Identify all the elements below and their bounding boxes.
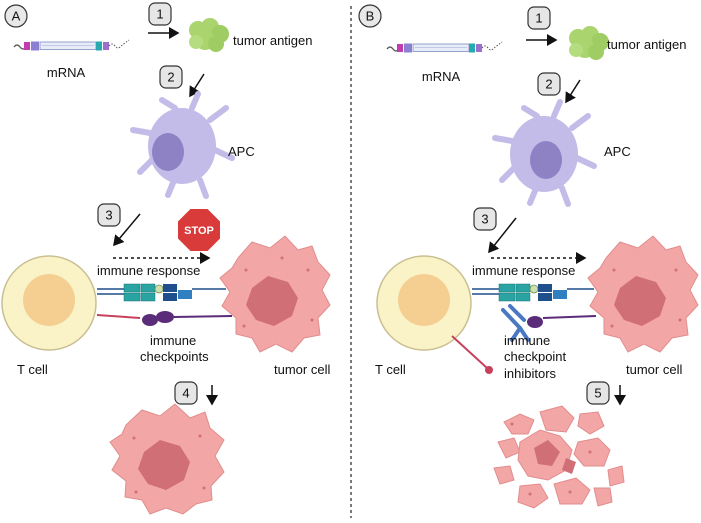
- step-5-b-badge: [586, 381, 610, 405]
- apc-a-icon: [130, 91, 235, 199]
- tumor-antigen-b-icon: [569, 26, 609, 60]
- step-1-a-label: 1: [156, 7, 163, 22]
- arrow-step-3-b: [488, 217, 517, 254]
- tumor-antigen-a-icon: [189, 18, 229, 52]
- step-1-b-label: 1: [535, 11, 542, 26]
- arrow-step-3-a: [113, 213, 141, 247]
- mrna-b-icon: [386, 41, 503, 53]
- step-1-b-badge: [527, 6, 551, 30]
- t-cell-a-label: T cell: [17, 362, 48, 377]
- step-5-b-label: 5: [594, 386, 601, 401]
- panel-a-label: A: [12, 9, 21, 24]
- tumor-cell-b-icon: [587, 235, 699, 353]
- checkpoint-inhibitor-icon: [451, 304, 597, 374]
- checkpoint-a-icon: [96, 311, 233, 326]
- step-2-a-label: 2: [167, 70, 174, 85]
- stop-sign-icon: STOP: [176, 207, 222, 253]
- tumor-cell-a-icon: [219, 235, 331, 353]
- tumor-cell-destroyed-icon: [493, 405, 625, 509]
- step-3-a-label: 3: [105, 208, 112, 223]
- immune-checkpoints-a-line1: immune: [150, 333, 196, 348]
- t-cell-a-icon: [1, 255, 97, 351]
- t-cell-b-label: T cell: [375, 362, 406, 377]
- arrow-step-2-b: [565, 79, 581, 104]
- step-4-a-badge: [174, 381, 198, 405]
- tumor-cell-b-label: tumor cell: [626, 362, 682, 377]
- tcr-mhc-a-icon: [97, 283, 226, 302]
- tumor-antigen-a-label: tumor antigen: [233, 33, 313, 48]
- mrna-b-label: mRNA: [422, 69, 461, 84]
- immune-response-a-label: immune response: [97, 263, 200, 278]
- immune-response-b-label: immune response: [472, 263, 575, 278]
- step-3-b-badge: [473, 207, 497, 231]
- stop-sign-label: STOP: [184, 225, 214, 237]
- panel-b: B mRNA 1 tumor antigen 2: [358, 4, 699, 509]
- panel-b-badge: [358, 4, 382, 28]
- apc-b-label: APC: [604, 144, 631, 159]
- tumor-cell-a-label: tumor cell: [274, 362, 330, 377]
- immune-checkpoints-a-line2: checkpoints: [140, 349, 209, 364]
- immune-checkpoint-inhibitors-line3: inhibitors: [504, 366, 557, 381]
- step-3-a-badge: [97, 203, 121, 227]
- immune-checkpoint-inhibitors-line1: immune: [504, 333, 550, 348]
- apc-a-label: APC: [228, 144, 255, 159]
- panel-b-label: B: [366, 9, 375, 24]
- step-2-b-label: 2: [545, 77, 552, 92]
- mrna-a-label: mRNA: [47, 65, 86, 80]
- apc-b-icon: [492, 99, 597, 207]
- immune-checkpoint-inhibitors-line2: checkpoint: [504, 349, 567, 364]
- panel-a-badge: [4, 4, 28, 28]
- step-2-a-badge: [159, 65, 183, 89]
- step-2-b-badge: [537, 72, 561, 96]
- tcr-mhc-b-icon: [472, 283, 594, 302]
- mrna-a-icon: [13, 39, 130, 51]
- tumor-antigen-b-label: tumor antigen: [607, 37, 687, 52]
- arrow-step-2-a: [189, 73, 205, 98]
- panel-a: A mRNA 1 tumor antigen 2: [1, 2, 331, 515]
- tumor-cell-survived-icon: [109, 403, 225, 515]
- step-4-a-label: 4: [182, 386, 189, 401]
- step-3-b-label: 3: [481, 212, 488, 227]
- step-1-a-badge: [148, 2, 172, 26]
- t-cell-b-icon: [376, 255, 472, 351]
